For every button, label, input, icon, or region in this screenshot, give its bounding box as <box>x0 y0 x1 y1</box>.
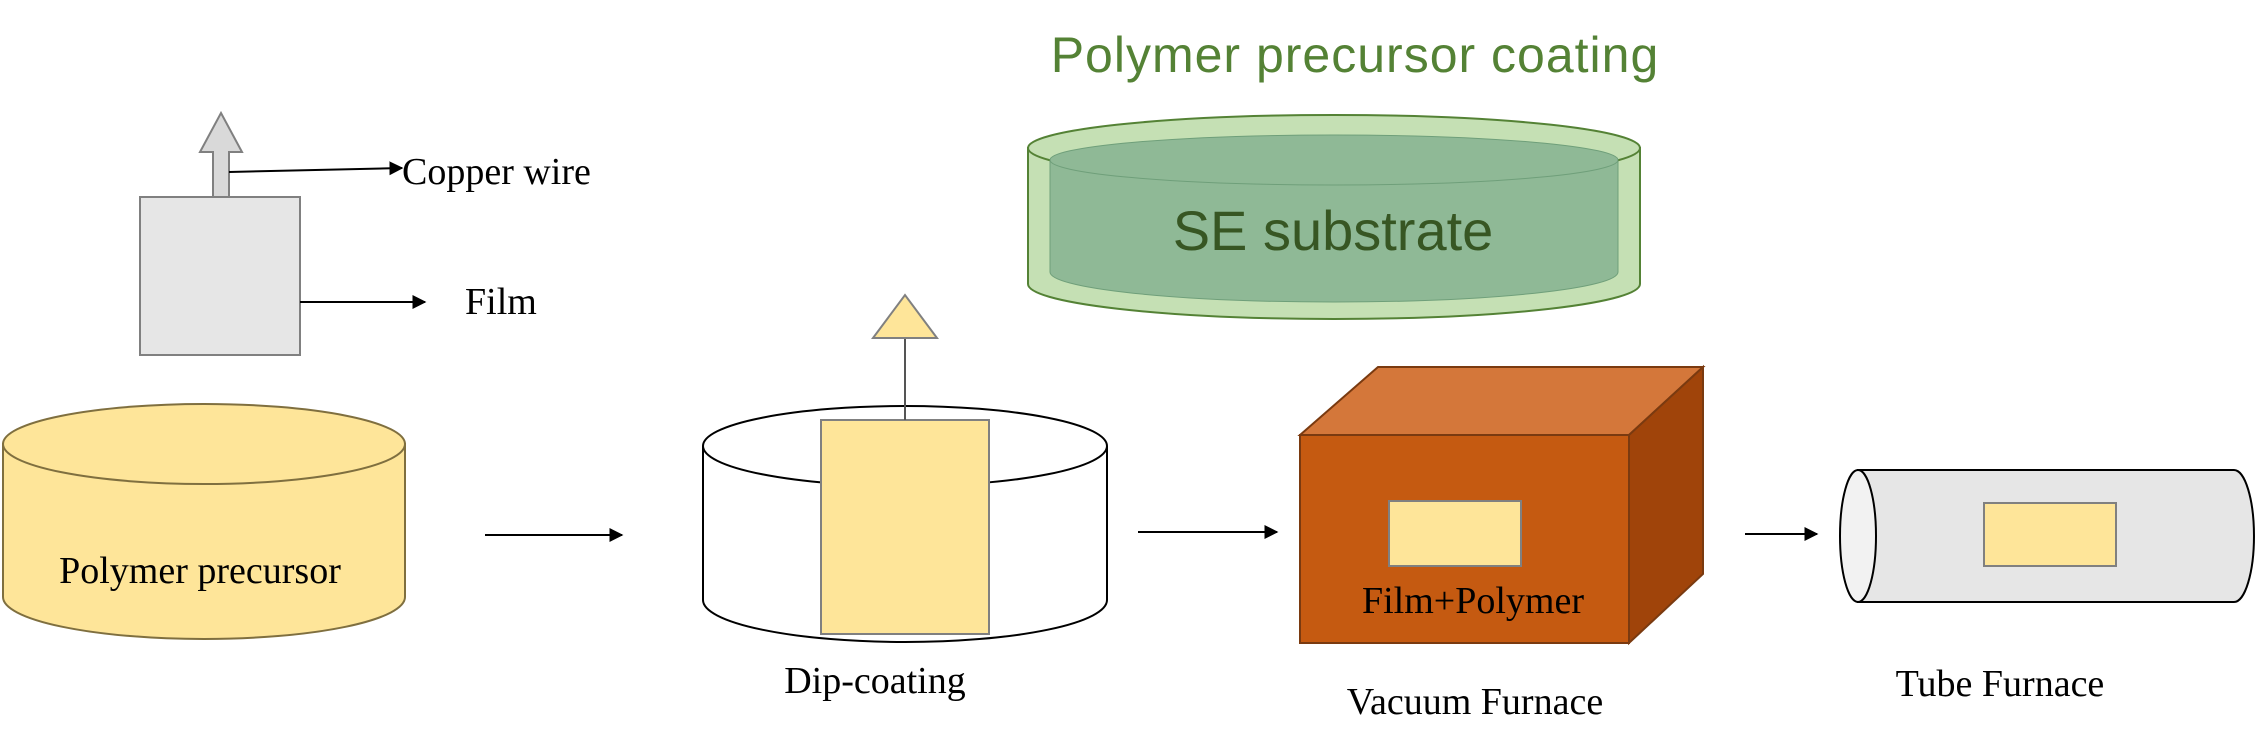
precursor-cylinder-body <box>2 443 406 640</box>
dip-film-sample <box>820 419 990 635</box>
film-sample-group: Copper wire Film <box>139 110 591 356</box>
polymer-precursor-label: Polymer precursor <box>59 550 341 592</box>
dish-inner-liquid <box>1049 159 1619 303</box>
tube-furnace-group: Tube Furnace <box>1839 469 2255 705</box>
vacuum-furnace-label: Vacuum Furnace <box>1347 681 1603 723</box>
precursor-cylinder-top <box>2 403 406 485</box>
tube-furnace-label: Tube Furnace <box>1896 663 2105 705</box>
vacuum-furnace-group: Film+Polymer Vacuum Furnace <box>1297 364 1706 723</box>
film-rectangle <box>139 196 301 356</box>
dish-liquid-surface <box>1049 134 1619 186</box>
furnace-film-sample <box>1388 500 1522 567</box>
coating-title: Polymer precursor coating <box>1051 27 1660 83</box>
coating-dish-group: Polymer precursor coating SE substrate <box>1027 27 1660 320</box>
copper-wire-pointer-arrow <box>228 161 404 176</box>
dip-coating-group: Dip-coating <box>702 293 1108 702</box>
copper-wire-label: Copper wire <box>402 151 591 193</box>
copper-wire-up-arrow <box>198 110 244 198</box>
film-label: Film <box>465 281 537 323</box>
polymer-precursor-container: Polymer precursor <box>2 403 406 640</box>
se-substrate-label: SE substrate <box>1173 199 1494 262</box>
film-polymer-label: Film+Polymer <box>1362 580 1584 622</box>
dip-lift-triangle <box>871 293 939 339</box>
tube-open-end <box>1839 469 1877 603</box>
dip-coating-label: Dip-coating <box>784 660 966 702</box>
tube-film-sample <box>1983 502 2117 567</box>
